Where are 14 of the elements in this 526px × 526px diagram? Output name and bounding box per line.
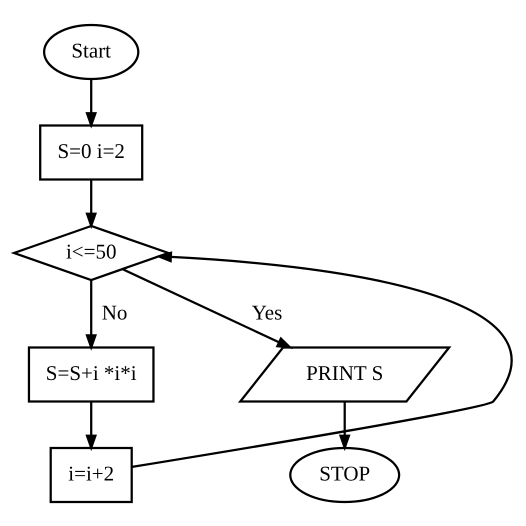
node-box: S=0 i=2 [39, 124, 144, 180]
node-ellipse: Start [42, 23, 140, 80]
node-ellipse: STOP [289, 446, 400, 503]
edge-label: Yes [252, 300, 282, 324]
edge-label: No [102, 300, 128, 324]
arrow [132, 250, 512, 468]
arrow [85, 78, 97, 128]
arrow [338, 401, 350, 451]
arrow [85, 401, 97, 451]
node-box: i=i+2 [50, 446, 133, 503]
arrow [85, 179, 97, 229]
arrow [85, 280, 97, 350]
node-box: S=S+i *i*i [28, 346, 155, 402]
arrow [122, 268, 294, 348]
